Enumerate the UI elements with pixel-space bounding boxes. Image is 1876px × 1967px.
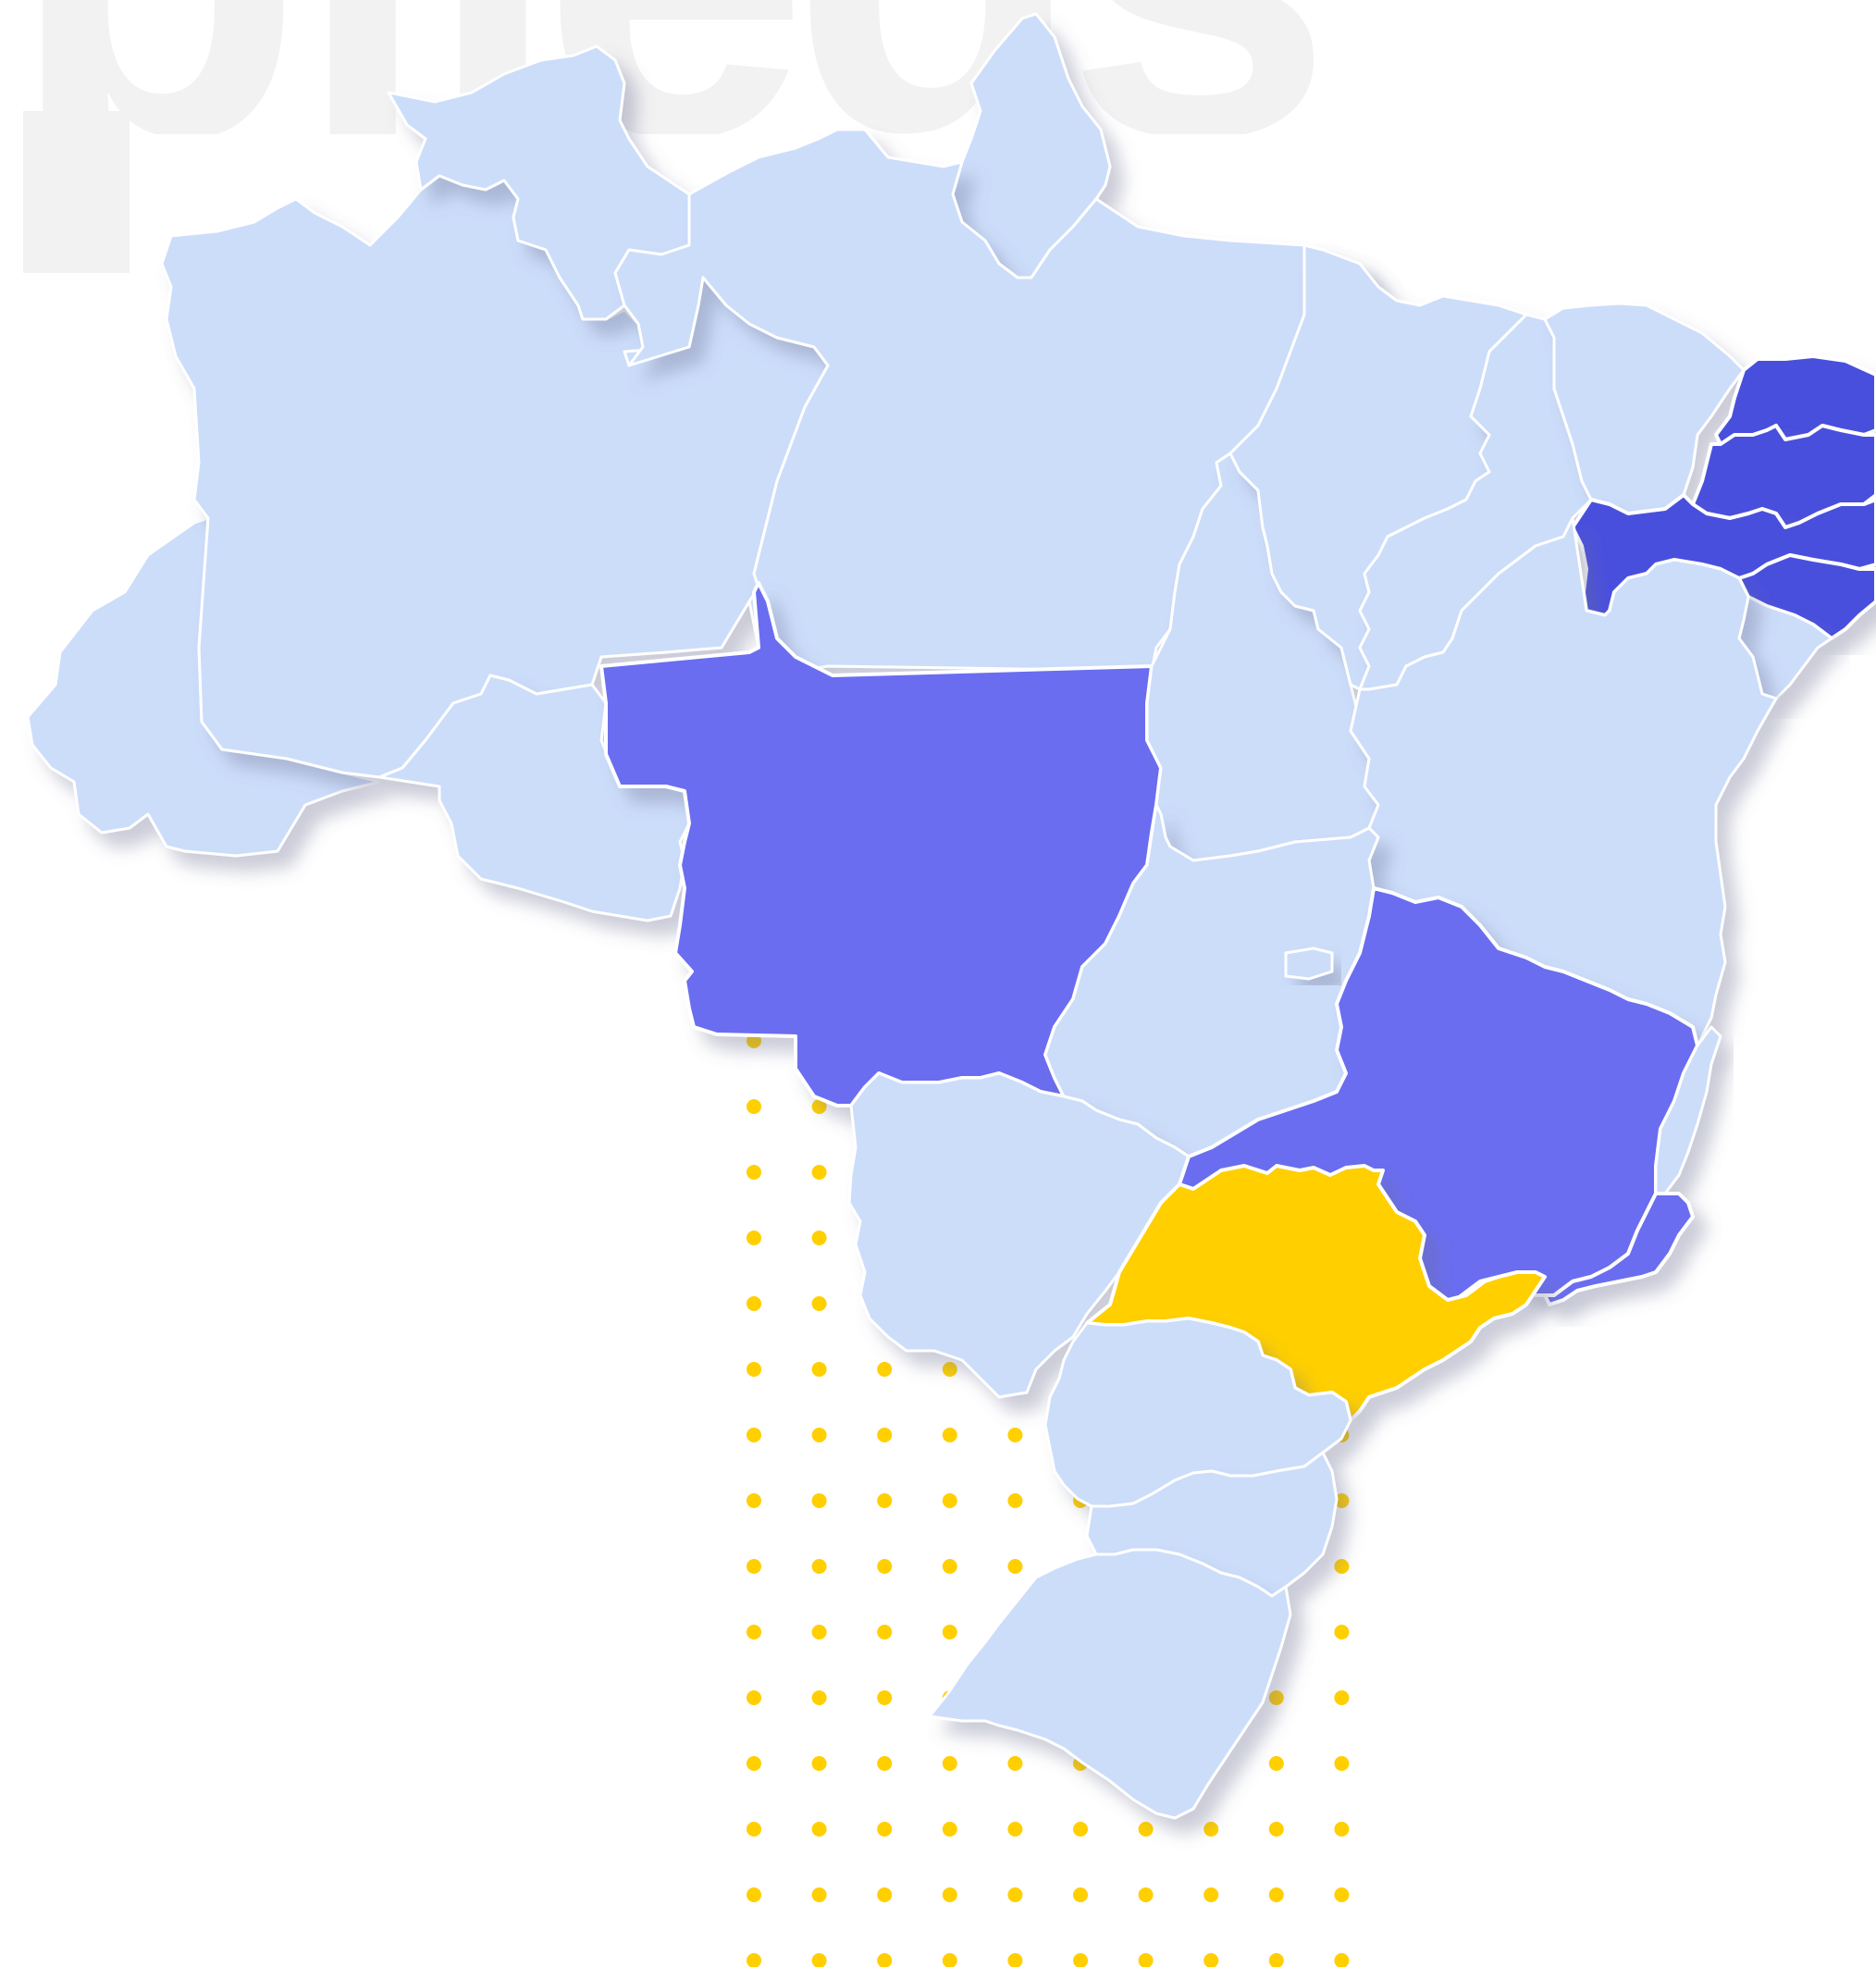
grid-dot — [1073, 1953, 1088, 1967]
grid-dot — [811, 1690, 827, 1705]
grid-dot — [811, 1231, 827, 1245]
grid-dot — [1007, 1756, 1023, 1771]
grid-dot — [1334, 1887, 1350, 1902]
grid-dot — [1138, 1953, 1154, 1967]
grid-dot — [1203, 1953, 1219, 1967]
grid-dot — [942, 1756, 957, 1771]
grid-dot — [1268, 1822, 1284, 1837]
state-ce[interactable] — [1543, 302, 1746, 515]
grid-dot — [811, 1953, 827, 1967]
grid-dot — [747, 1625, 761, 1639]
grid-dot — [811, 1099, 827, 1114]
grid-dot — [1334, 1756, 1350, 1771]
grid-dot — [877, 1428, 893, 1442]
grid-dot — [1138, 1887, 1154, 1902]
grid-dot — [1007, 1822, 1023, 1837]
grid-dot — [1334, 1953, 1350, 1967]
grid-dot — [1073, 1887, 1088, 1902]
grid-dot — [811, 1756, 827, 1771]
grid-dot — [747, 1559, 761, 1574]
grid-dot — [942, 1887, 957, 1902]
grid-dot — [1203, 1822, 1219, 1837]
grid-dot — [811, 1625, 827, 1639]
grid-dot — [747, 1165, 761, 1180]
grid-dot — [1268, 1756, 1284, 1771]
state-df[interactable] — [1284, 946, 1334, 981]
states-layer — [26, 12, 1876, 1820]
grid-dot — [1073, 1822, 1088, 1837]
grid-dot — [877, 1493, 893, 1508]
grid-dot — [1334, 1625, 1350, 1639]
grid-dot — [747, 1887, 761, 1902]
grid-dot — [747, 1296, 761, 1311]
grid-dot — [877, 1362, 893, 1377]
grid-dot — [747, 1690, 761, 1705]
grid-dot — [811, 1822, 827, 1837]
state-es[interactable] — [1654, 1025, 1722, 1195]
grid-dot — [877, 1625, 893, 1639]
grid-dot — [747, 1493, 761, 1508]
grid-dot — [942, 1559, 957, 1574]
grid-dot — [1007, 1559, 1023, 1574]
grid-dot — [811, 1362, 827, 1377]
grid-dot — [942, 1362, 957, 1377]
grid-dot — [877, 1953, 893, 1967]
grid-dot — [747, 1231, 761, 1245]
grid-dot — [747, 1756, 761, 1771]
grid-dot — [942, 1822, 957, 1837]
grid-dot — [1007, 1493, 1023, 1508]
grid-dot — [747, 1362, 761, 1377]
grid-dot — [1268, 1690, 1284, 1705]
grid-dot — [942, 1953, 957, 1967]
state-ac[interactable] — [26, 516, 381, 858]
grid-dot — [1334, 1690, 1350, 1705]
grid-dot — [1203, 1887, 1219, 1902]
grid-dot — [877, 1756, 893, 1771]
grid-dot — [1334, 1822, 1350, 1837]
grid-dot — [1268, 1953, 1284, 1967]
grid-dot — [1268, 1887, 1284, 1902]
grid-dot — [811, 1493, 827, 1508]
grid-dot — [747, 1953, 761, 1967]
grid-dot — [811, 1887, 827, 1902]
grid-dot — [747, 1822, 761, 1837]
grid-dot — [811, 1559, 827, 1574]
grid-dot — [877, 1887, 893, 1902]
grid-dot — [877, 1559, 893, 1574]
grid-dot — [747, 1099, 761, 1114]
grid-dot — [1007, 1887, 1023, 1902]
grid-dot — [1007, 1953, 1023, 1967]
grid-dot — [811, 1296, 827, 1311]
grid-dot — [811, 1428, 827, 1442]
grid-dot — [1334, 1493, 1350, 1508]
grid-dot — [1138, 1822, 1154, 1837]
grid-dot — [1007, 1428, 1023, 1442]
grid-dot — [1334, 1559, 1350, 1574]
grid-dot — [811, 1165, 827, 1180]
grid-dot — [942, 1625, 957, 1639]
state-ro[interactable] — [377, 674, 691, 922]
state-rj[interactable] — [1543, 1192, 1695, 1306]
grid-dot — [942, 1493, 957, 1508]
state-rs[interactable] — [928, 1548, 1292, 1820]
grid-dot — [942, 1428, 957, 1442]
grid-dot — [877, 1822, 893, 1837]
grid-dot — [877, 1690, 893, 1705]
grid-dot — [747, 1428, 761, 1442]
